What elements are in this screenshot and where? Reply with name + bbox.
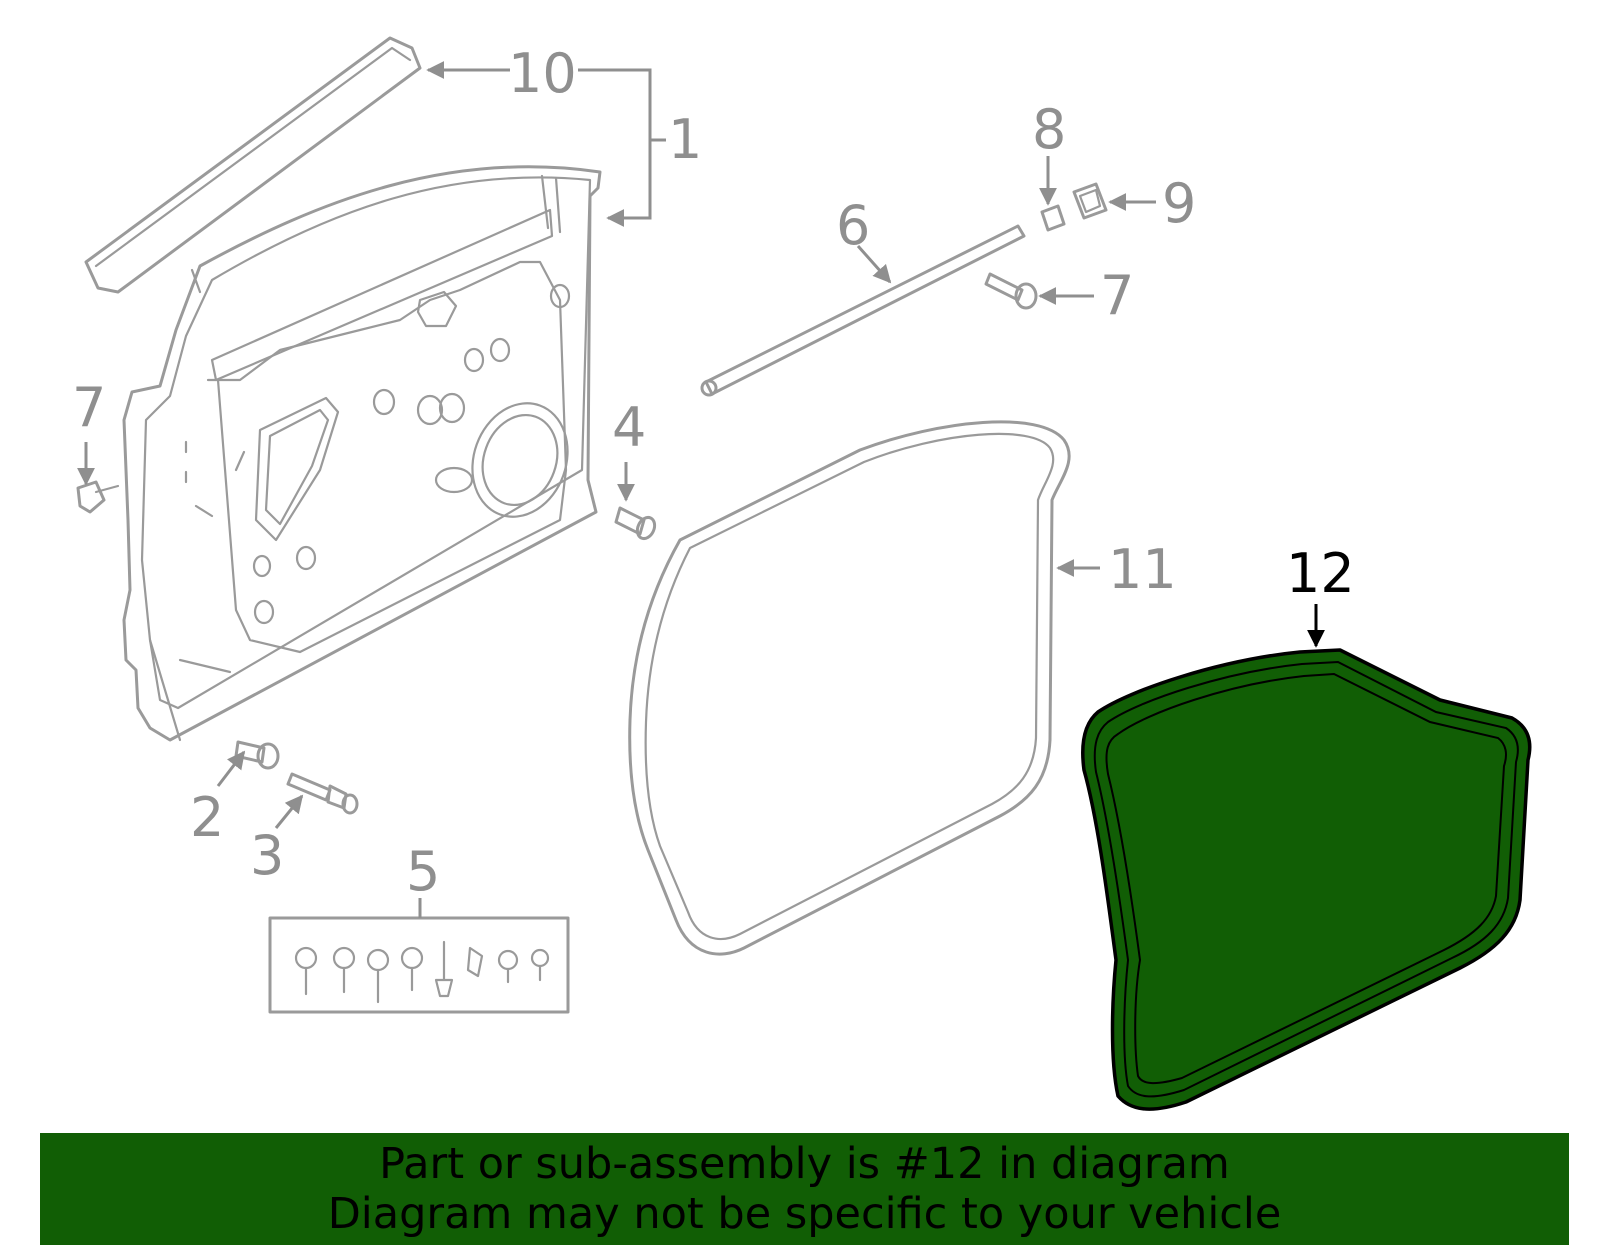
- part-12-door-seal[interactable]: [1081, 648, 1532, 1111]
- part-5-hardware-kit[interactable]: [268, 916, 570, 1014]
- part-3-screw[interactable]: [286, 772, 359, 815]
- part-8-clip[interactable]: [1040, 204, 1066, 232]
- callout-4: 4: [612, 396, 646, 459]
- leader-lines: [77, 61, 1325, 918]
- callout-3: 3: [250, 824, 284, 887]
- callout-10: 10: [508, 42, 577, 105]
- callout-2: 2: [190, 786, 224, 849]
- part-9-clip[interactable]: [1072, 182, 1108, 220]
- info-banner: Part or sub-assembly is #12 in diagram D…: [40, 1133, 1569, 1245]
- part-6-channel-rod[interactable]: [700, 224, 1026, 397]
- callout-5: 5: [406, 840, 440, 903]
- part-4-bolt[interactable]: [614, 506, 658, 541]
- part-11-weatherstrip[interactable]: [628, 420, 1071, 956]
- banner-line-1: Part or sub-assembly is #12 in diagram: [379, 1139, 1230, 1189]
- callout-9: 9: [1162, 172, 1196, 235]
- part-7-screw-right[interactable]: [984, 272, 1038, 310]
- callout-8: 8: [1032, 98, 1066, 161]
- part-7-clip-left[interactable]: [76, 480, 120, 514]
- callout-11: 11: [1108, 538, 1177, 601]
- part-10-upper-trim[interactable]: [84, 36, 422, 294]
- callout-7-right: 7: [1100, 264, 1134, 327]
- callout-7-left: 7: [72, 376, 106, 439]
- callout-12: 12: [1286, 542, 1355, 605]
- banner-line-2: Diagram may not be specific to your vehi…: [327, 1189, 1282, 1239]
- callout-1: 1: [668, 108, 702, 171]
- callout-6: 6: [836, 194, 870, 257]
- part-1-door-shell[interactable]: [122, 165, 602, 742]
